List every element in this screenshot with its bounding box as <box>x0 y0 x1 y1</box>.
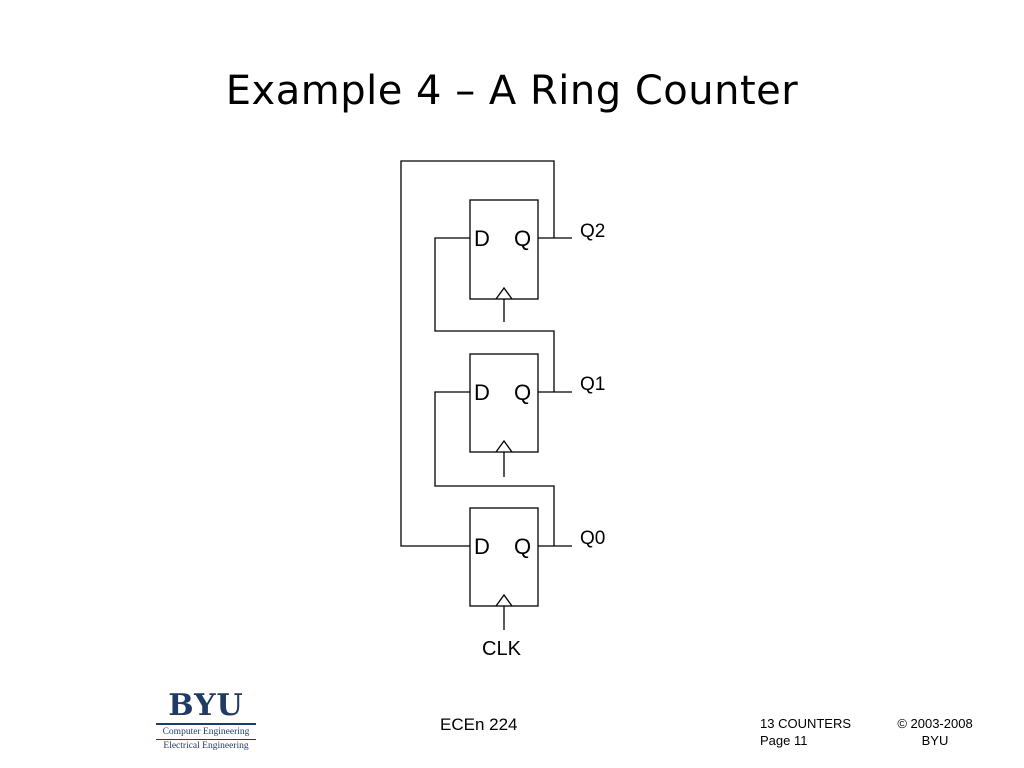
page-number: Page 11 <box>760 733 808 748</box>
logo-subtitle-1: Computer Engineering <box>162 727 250 737</box>
ff1-d-label: D <box>474 380 490 405</box>
ff2-d-label: D <box>474 226 490 251</box>
chapter-label: 13 COUNTERS <box>760 716 852 731</box>
logo-divider <box>156 723 256 725</box>
clock-triangle-q1 <box>495 439 513 453</box>
clock-triangle-q0 <box>495 593 513 607</box>
ff0-q-label: Q <box>514 534 531 559</box>
wire-q0-to-d1 <box>434 391 555 546</box>
footer-chapter-info: 13 COUNTERS Page 11 <box>760 715 851 749</box>
clock-triangle-q2 <box>495 286 513 300</box>
q2-output-label: Q2 <box>580 221 605 242</box>
logo-divider-2 <box>156 739 256 740</box>
slide-title: Example 4 – A Ring Counter <box>225 68 799 114</box>
footer-copyright: © 2003-2008 BYU <box>890 715 980 749</box>
logo-subtitle-2: Electrical Engineering <box>163 741 249 751</box>
org-label: BYU <box>921 733 949 748</box>
feedback-wire-q2-to-d0 <box>400 160 555 547</box>
q1-output-label: Q1 <box>580 374 605 395</box>
clock-label: CLK <box>482 638 522 660</box>
ff0-d-label: D <box>474 534 490 559</box>
ff2-q-label: Q <box>514 226 531 251</box>
q0-output-label: Q0 <box>580 528 605 549</box>
byu-logo-wordmark: BYU <box>168 688 244 723</box>
ff1-q-label: Q <box>514 380 531 405</box>
course-label: ECEn 224 <box>440 715 518 734</box>
byu-logo: BYU Computer Engineering Electrical Engi… <box>156 690 256 752</box>
copyright-label: © 2003-2008 <box>897 716 973 731</box>
wire-q1-to-d2 <box>434 237 555 392</box>
